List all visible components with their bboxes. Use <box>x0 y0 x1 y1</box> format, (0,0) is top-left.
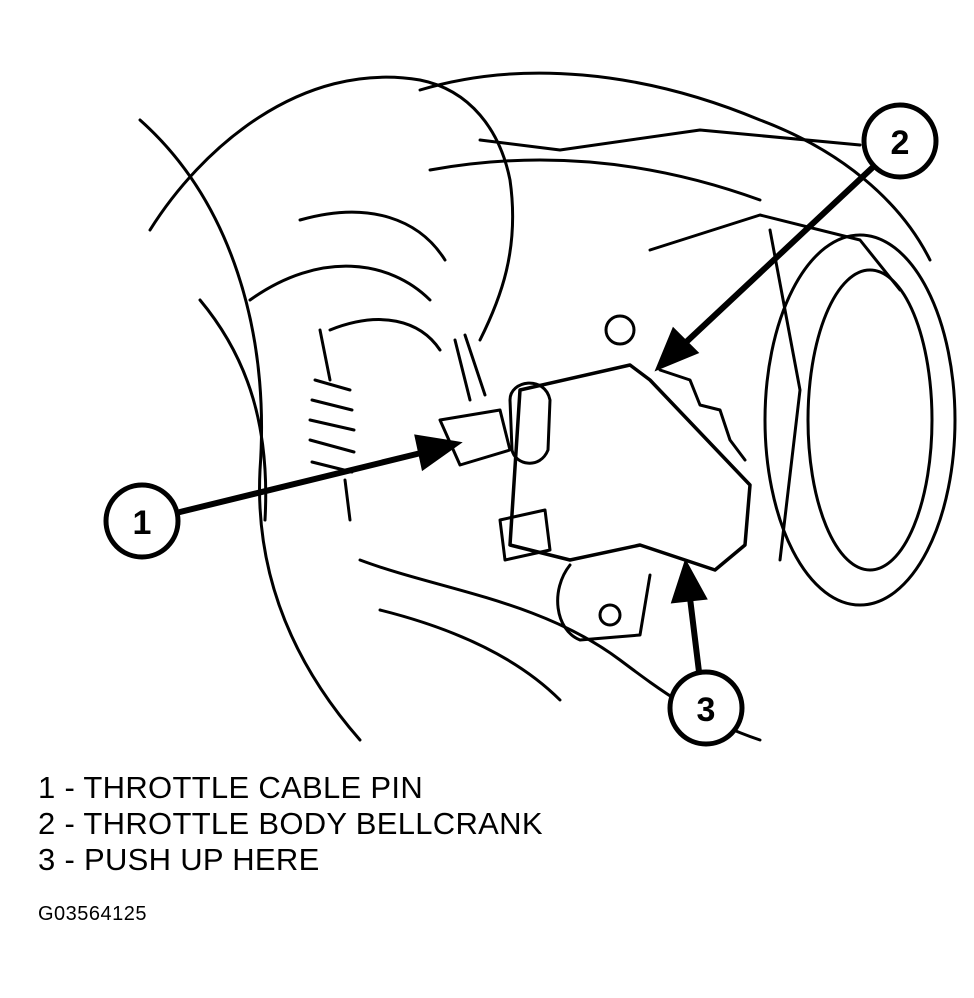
callout-2: 2 <box>861 102 939 180</box>
bellcrank-body <box>508 363 752 572</box>
hand-outline <box>148 75 515 342</box>
legend-item-3: 3 - PUSH UP HERE <box>38 842 320 877</box>
svg-text:2: 2 <box>891 124 910 162</box>
callout-3: 3 <box>667 669 745 747</box>
engine-housing-inner <box>198 298 268 522</box>
callout-2-leader <box>679 165 875 349</box>
throttle-bore-inner <box>806 268 934 572</box>
throttle-body-illustration: 1 2 3 <box>103 71 957 747</box>
legend-item-2: 2 - THROTTLE BODY BELLCRANK <box>38 806 543 841</box>
callout-3-leader <box>687 595 703 683</box>
gear-teeth <box>658 368 747 462</box>
bellcrank-bolt <box>598 603 622 627</box>
callout-1-arrowhead <box>414 434 463 472</box>
throttle-bore-outer <box>763 233 957 607</box>
upper-bolt <box>604 314 636 346</box>
lower-pin <box>498 508 552 562</box>
throttle-body-side <box>768 228 802 562</box>
callout-2-arrowhead <box>654 326 700 372</box>
cable-line <box>478 128 862 152</box>
callout-1-leader <box>177 449 428 515</box>
bellcrank-lower-tab <box>556 563 652 642</box>
air-tube-lower <box>428 158 762 202</box>
cable-pin-body <box>438 408 512 467</box>
base-plate-2 <box>378 608 562 702</box>
finger-2 <box>298 210 447 262</box>
air-tube-upper <box>418 71 932 262</box>
cable-pin-clip <box>453 333 487 402</box>
engine-housing-outline <box>138 118 362 742</box>
spring-rod <box>318 328 352 522</box>
thumb <box>328 318 442 352</box>
callout-3-arrowhead <box>670 558 708 604</box>
callout-1: 1 <box>103 482 181 560</box>
figure-id: G03564125 <box>38 903 148 925</box>
svg-text:1: 1 <box>133 504 152 542</box>
finger-1 <box>248 264 432 302</box>
legend: 1 - THROTTLE CABLE PIN 2 - THROTTLE BODY… <box>38 770 543 878</box>
return-spring <box>308 378 356 474</box>
svg-text:3: 3 <box>697 691 716 729</box>
legend-item-1: 1 - THROTTLE CABLE PIN <box>38 770 424 805</box>
bellcrank-collar <box>508 381 552 465</box>
